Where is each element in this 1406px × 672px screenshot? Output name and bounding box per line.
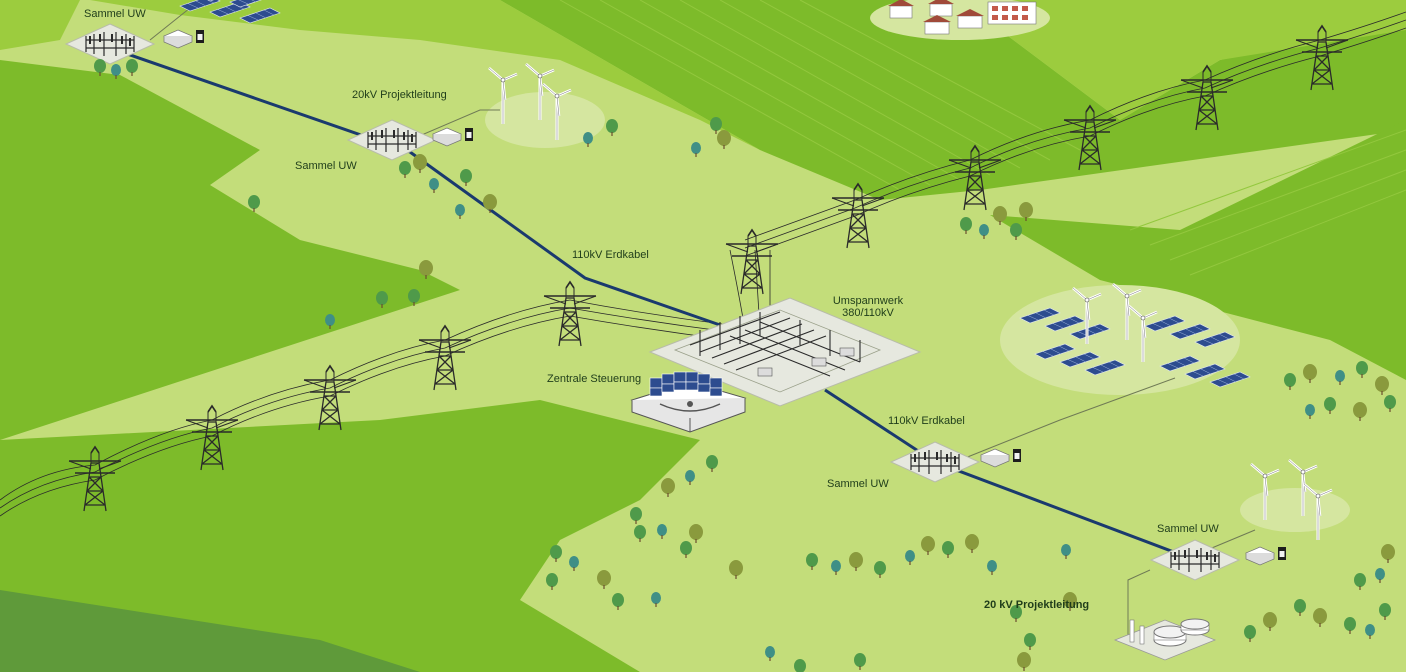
label-110kv-erdkabel-lower: 110kV Erdkabel (888, 415, 965, 427)
field-upper-band (90, 0, 760, 150)
field-top-left (0, 0, 80, 50)
label-umspannwerk-line2: 380/110kV (842, 307, 894, 319)
label-110kv-erdkabel-upper: 110kV Erdkabel (572, 249, 649, 261)
field-left (0, 60, 460, 440)
label-sammel-uw-middle: Sammel UW (827, 478, 889, 490)
field-top-striped (500, 0, 1406, 200)
label-sammel-uw-top-left: Sammel UW (84, 8, 146, 20)
field-stripes (559, 0, 1406, 276)
field-right (990, 120, 1406, 380)
wind-area-pale (485, 92, 605, 148)
project-lines-20kv (149, 7, 1256, 640)
label-sammel-uw-right: Sammel UW (1157, 523, 1219, 535)
wind-area-pale-right (1240, 488, 1350, 532)
field-top-right (960, 0, 1406, 120)
cable-110kv-upper (109, 46, 721, 327)
control-center (630, 371, 747, 433)
label-20kv-projektleitung-top: 20kV Projektleitung (352, 89, 447, 101)
label-sammel-uw-left: Sammel UW (295, 160, 357, 172)
village (888, 0, 1037, 35)
label-umspannwerk-line1: Umspannwerk (832, 295, 904, 307)
biogas-plant (1113, 618, 1217, 661)
field-corner (0, 590, 420, 672)
label-umspannwerk: Umspannwerk 380/110kV (820, 295, 916, 319)
field-bottom-left (0, 400, 700, 672)
label-20kv-projektleitung-bottom: 20 kV Projektleitung (984, 599, 1090, 611)
label-zentrale-steuerung: Zentrale Steuerung (547, 373, 642, 385)
